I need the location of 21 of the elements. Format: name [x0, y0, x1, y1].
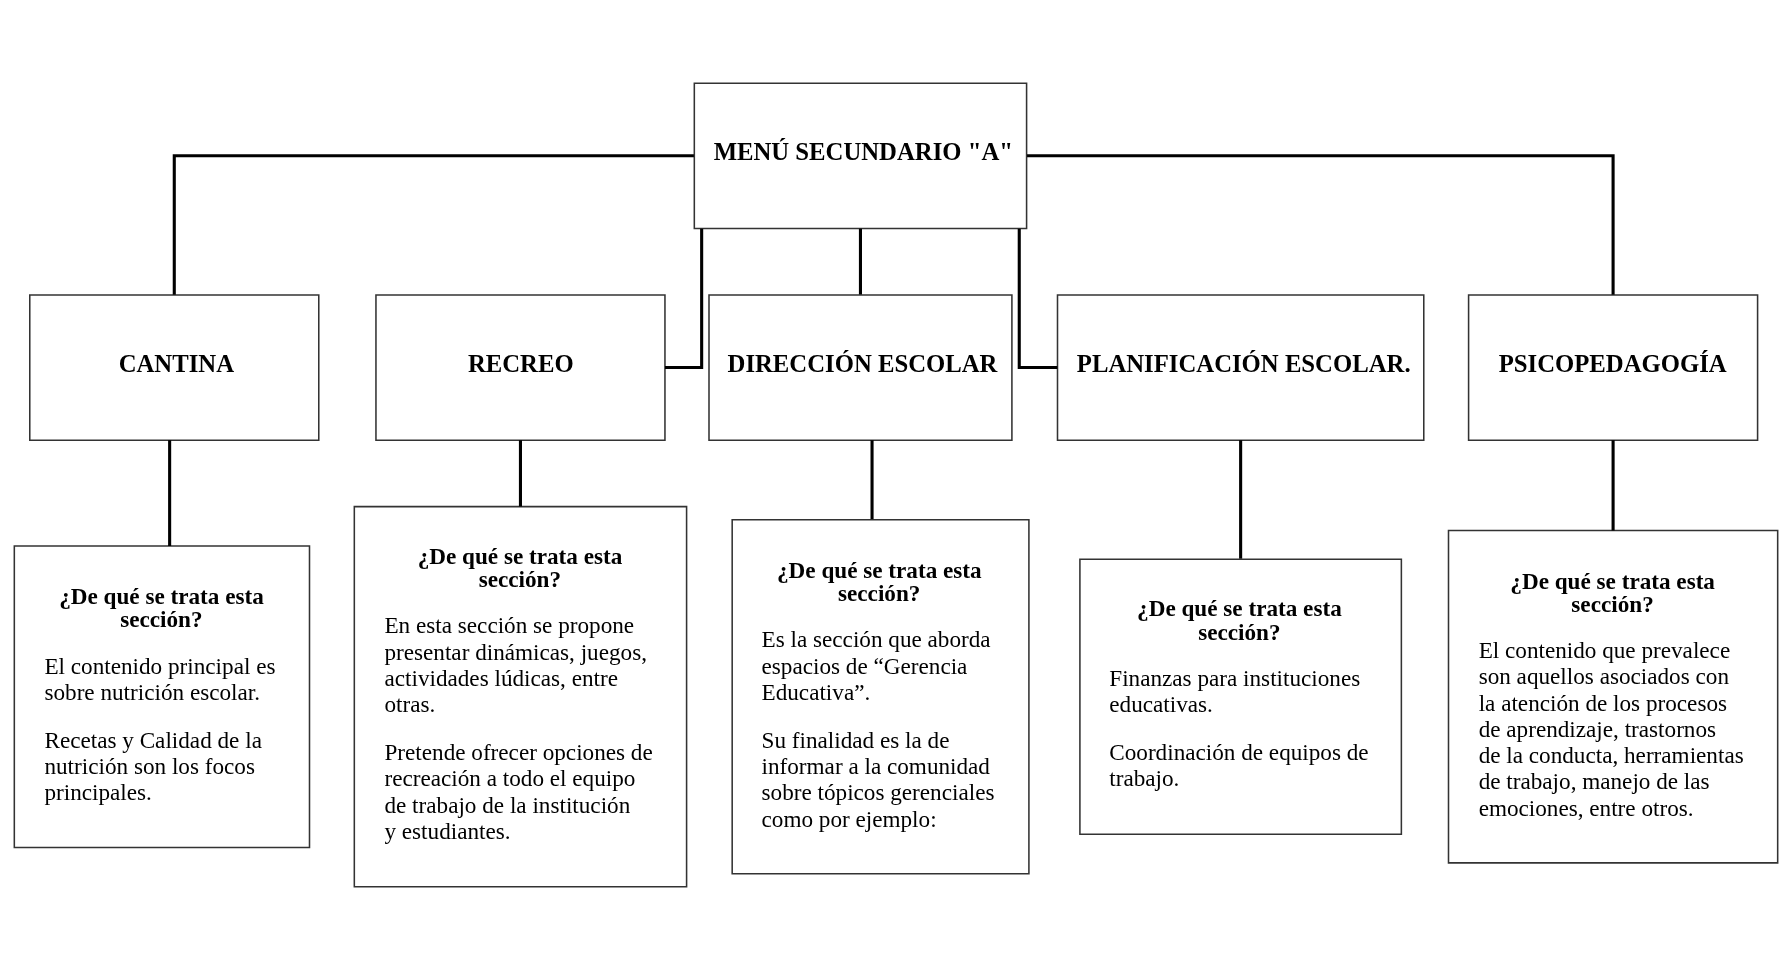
node-box: ¿De qué se trata esta sección? Finanzas para instituciones educativas. Coordinación de equipos de trabajo. — [1079, 557, 1403, 835]
connector — [172, 153, 694, 295]
connector — [1239, 439, 1243, 559]
node-box: PSICOPEDAGOGÍA — [1467, 293, 1759, 441]
node-box: MENÚ SECUNDARIO "A" — [693, 81, 1028, 229]
node-box: ¿De qué se trata esta sección? El contenido principal es sobre nutrición escolar. Recetas y Calidad de la nutrición son los focos principales. — [13, 544, 311, 848]
node-box: ¿De qué se trata esta sección? Es la sección que aborda espacios de “Gerencia Educativa”. Su finalidad es la de informar a la comunidad sobre tópicos gerenciales como por ejemplo: — [731, 518, 1030, 874]
node-box: RECREO — [375, 293, 666, 441]
node-box: ¿De qué se trata esta sección? El contenido que prevalece son aquellos asociados con la atención de los procesos de aprendizaje, trastornos de la conducta, herramientas de trabajo, manejo de las emociones, entre otros. — [1447, 529, 1779, 864]
connector — [1017, 228, 1058, 369]
node-box: CANTINA — [29, 293, 320, 441]
connector — [665, 228, 704, 369]
node-box: DIRECCIÓN ESCOLAR — [708, 293, 1013, 441]
node-box: PLANIFICACIÓN ESCOLAR. — [1056, 293, 1425, 441]
node-box: ¿De qué se trata esta sección? En esta sección se propone presentar dinámicas, juegos, actividades lúdicas, entre otras. Pretende ofrecer opciones de recreación a todo el equipo de trabajo de la institución y estudiantes. — [353, 505, 688, 888]
connector — [1611, 439, 1615, 531]
connector — [870, 439, 874, 519]
connector — [858, 228, 862, 295]
connector — [168, 439, 172, 546]
connector — [1027, 153, 1615, 295]
connector — [518, 439, 522, 506]
